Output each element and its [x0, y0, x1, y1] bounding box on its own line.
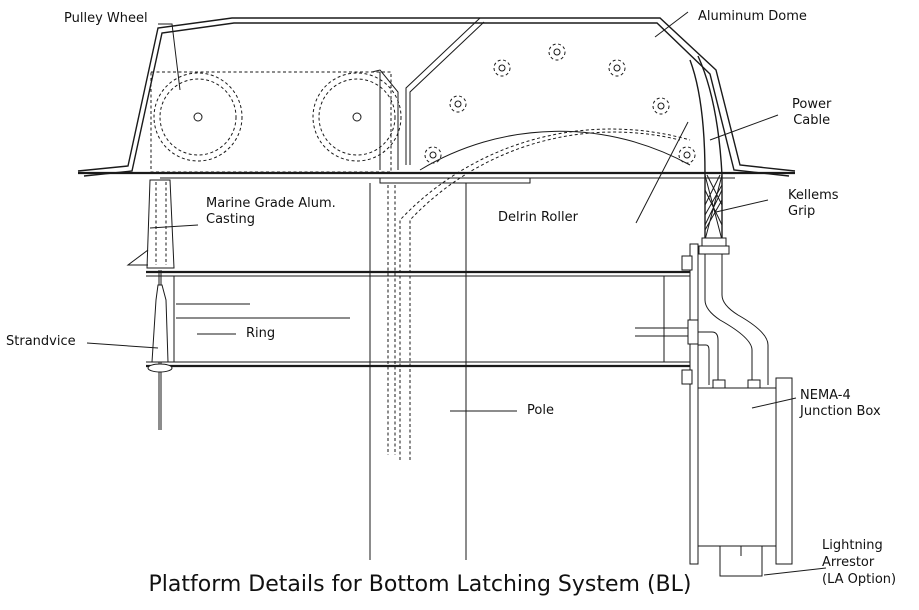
- roller-bolts: [424, 43, 696, 164]
- label-kellems-grip: Kellems Grip: [788, 188, 839, 220]
- label-lightning-arrestor: Lightning Arrestor (LA Option): [822, 537, 896, 588]
- conduits: [698, 254, 769, 389]
- label-junction-box: NEMA-4 Junction Box: [800, 388, 881, 420]
- label-lightning-line1: Lightning: [822, 538, 883, 553]
- label-marine-casting: Marine Grade Alum. Casting: [206, 196, 336, 228]
- delrin-roller-housing: [399, 17, 696, 460]
- diagram-caption: Platform Details for Bottom Latching Sys…: [148, 572, 692, 597]
- label-kellems-grip-line1: Kellems: [788, 188, 839, 203]
- label-kellems-grip-line2: Grip: [788, 204, 816, 219]
- label-pulley-wheel: Pulley Wheel: [64, 11, 148, 26]
- label-junction-box-line2: Junction Box: [800, 404, 881, 419]
- label-lightning-line3: (LA Option): [822, 572, 897, 587]
- label-junction-box-line1: NEMA-4: [800, 388, 851, 403]
- power-cable: [689, 55, 723, 240]
- label-ring: Ring: [246, 326, 276, 341]
- label-pole: Pole: [527, 403, 554, 418]
- label-power-cable-line2: Cable: [793, 113, 831, 128]
- label-lightning-line2: Arrestor: [822, 555, 875, 570]
- pulley-wheel-right: [312, 72, 402, 162]
- kellems-grip: [698, 174, 730, 255]
- nema4-junction-box: [697, 377, 793, 565]
- ring: [146, 270, 690, 368]
- strandvice: [147, 270, 173, 430]
- pulley-housing: [150, 69, 399, 173]
- label-strandvice: Strandvice: [6, 334, 76, 349]
- leader-lines: [86, 11, 827, 576]
- label-marine-casting-line2: Casting: [206, 212, 256, 227]
- marine-grade-casting: [126, 179, 175, 269]
- label-marine-casting-line1: Marine Grade Alum.: [206, 196, 336, 211]
- pulley-wheel-left: [153, 72, 243, 162]
- pole: [369, 183, 467, 560]
- label-delrin-roller: Delrin Roller: [498, 210, 578, 225]
- lightning-arrestor: [719, 545, 763, 577]
- label-power-cable: Power Cable: [792, 97, 831, 129]
- aluminum-dome: [77, 17, 796, 184]
- label-power-cable-line1: Power: [792, 97, 832, 112]
- label-aluminum-dome: Aluminum Dome: [698, 9, 807, 24]
- mounting-bracket: [681, 243, 699, 565]
